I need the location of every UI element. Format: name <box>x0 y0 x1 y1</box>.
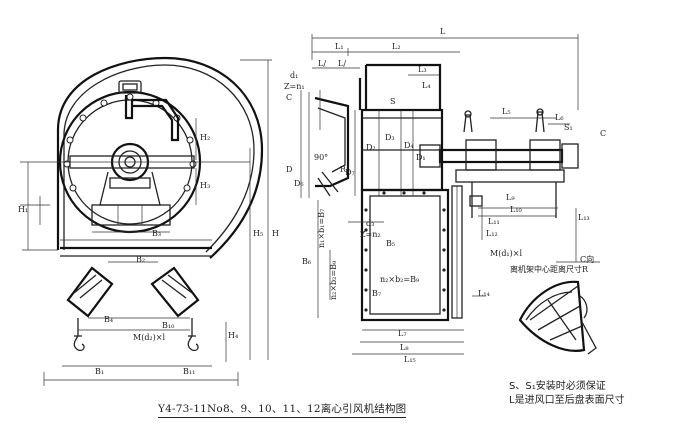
label-c-dir: C向 <box>580 254 594 264</box>
label-l4: L₄ <box>422 81 431 90</box>
label-l9: L₉ <box>506 193 515 202</box>
label-h5: H₅ <box>253 229 263 238</box>
label-l10: L₁₀ <box>510 205 522 214</box>
label-s: S <box>390 97 395 106</box>
label-b2: B₂ <box>136 255 145 264</box>
label-d7: D₇ <box>345 168 355 177</box>
label-l2: L₂ <box>392 42 401 51</box>
fan-side-view <box>300 34 579 355</box>
note-s-s1: S、S₁安装时必须保证 <box>509 381 606 392</box>
label-l-over-n-2: L/ <box>338 59 346 68</box>
right-support-bracket <box>150 266 200 352</box>
label-d6: D₆ <box>294 179 304 188</box>
label-c-left: C <box>286 93 292 102</box>
label-c-right: C <box>600 129 606 138</box>
label-h3: H₃ <box>200 181 210 190</box>
label-h1: H₁ <box>18 205 28 214</box>
label-l15: L₁₅ <box>404 355 416 364</box>
label-l13: L₁₃ <box>578 213 590 222</box>
label-l3: L₃ <box>418 65 427 74</box>
label-n2-b2: n₂×b₂=B₉ <box>380 275 420 284</box>
label-l12: L₁₂ <box>486 229 498 238</box>
label-b5: B₅ <box>386 239 395 248</box>
label-l-over-n: L/ <box>318 59 326 68</box>
label-h: H <box>272 229 279 238</box>
label-angle90: 90° <box>314 153 328 162</box>
label-h4: H₄ <box>228 331 238 340</box>
label-d1-big: D₁ <box>416 153 426 162</box>
label-r: R <box>340 165 347 174</box>
label-d-outer: D <box>286 165 292 174</box>
label-b3: B₃ <box>152 229 161 238</box>
label-d2: D₂ <box>366 143 376 152</box>
label-h2: H₂ <box>200 133 210 142</box>
front-view-labels: H₂ H₃ H₁ H H₅ H₄ B₃ B₂ B₄ B₁₀ M(d₂)×l B₁… <box>18 93 292 376</box>
label-l7: L₇ <box>398 329 407 338</box>
label-l: L <box>440 27 446 36</box>
label-l5: L₅ <box>502 107 511 116</box>
label-d4: D₄ <box>404 141 414 150</box>
label-d3: D₃ <box>385 133 395 142</box>
label-s1: S₁ <box>564 123 573 132</box>
label-b11: B₁₁ <box>183 367 195 376</box>
label-l6: L₆ <box>555 113 564 122</box>
c-view-detail <box>518 261 600 355</box>
label-l8: L₈ <box>400 343 409 352</box>
label-b10: B₁₀ <box>162 321 174 330</box>
label-l1: L₁ <box>335 42 344 51</box>
label-z-n1: Z=n₁ <box>284 82 305 91</box>
label-d3-small: d₃ <box>366 219 374 228</box>
fan-front-view <box>20 56 272 386</box>
label-l11: L₁₁ <box>488 217 500 226</box>
label-b4: B₄ <box>104 315 113 324</box>
label-b7: B₇ <box>372 289 381 298</box>
outlet-frame-bolts <box>364 191 446 312</box>
note-l-definition: L是进风口至后盘表面尺寸 <box>509 395 625 406</box>
label-d1: d₁ <box>290 71 298 80</box>
label-heat-note: 离机架中心距离尺寸R <box>510 264 589 274</box>
label-b1: B₁ <box>95 367 104 376</box>
label-m-d1: M(d₁)×l <box>490 249 522 258</box>
label-z-n2: Z=n₂ <box>360 230 381 239</box>
left-support-bracket <box>66 266 114 352</box>
side-view-labels: L L₁ L₂ L/ L/ d₁ Z=n₁ L₃ L₄ S L₅ L₆ S₁ 9… <box>284 27 606 364</box>
drawing-title: Y4-73-11No8、9、10、11、12离心引风机结构图 <box>158 401 407 418</box>
label-n-b: n₁×b₁=B₇ <box>317 209 326 248</box>
label-l14: L₁₄ <box>478 289 490 298</box>
label-m-d2: M(d₂)×l <box>133 333 165 342</box>
label-b6: B₆ <box>302 257 311 266</box>
label-n2-b: n₂×b₂=B₉ <box>329 260 338 300</box>
